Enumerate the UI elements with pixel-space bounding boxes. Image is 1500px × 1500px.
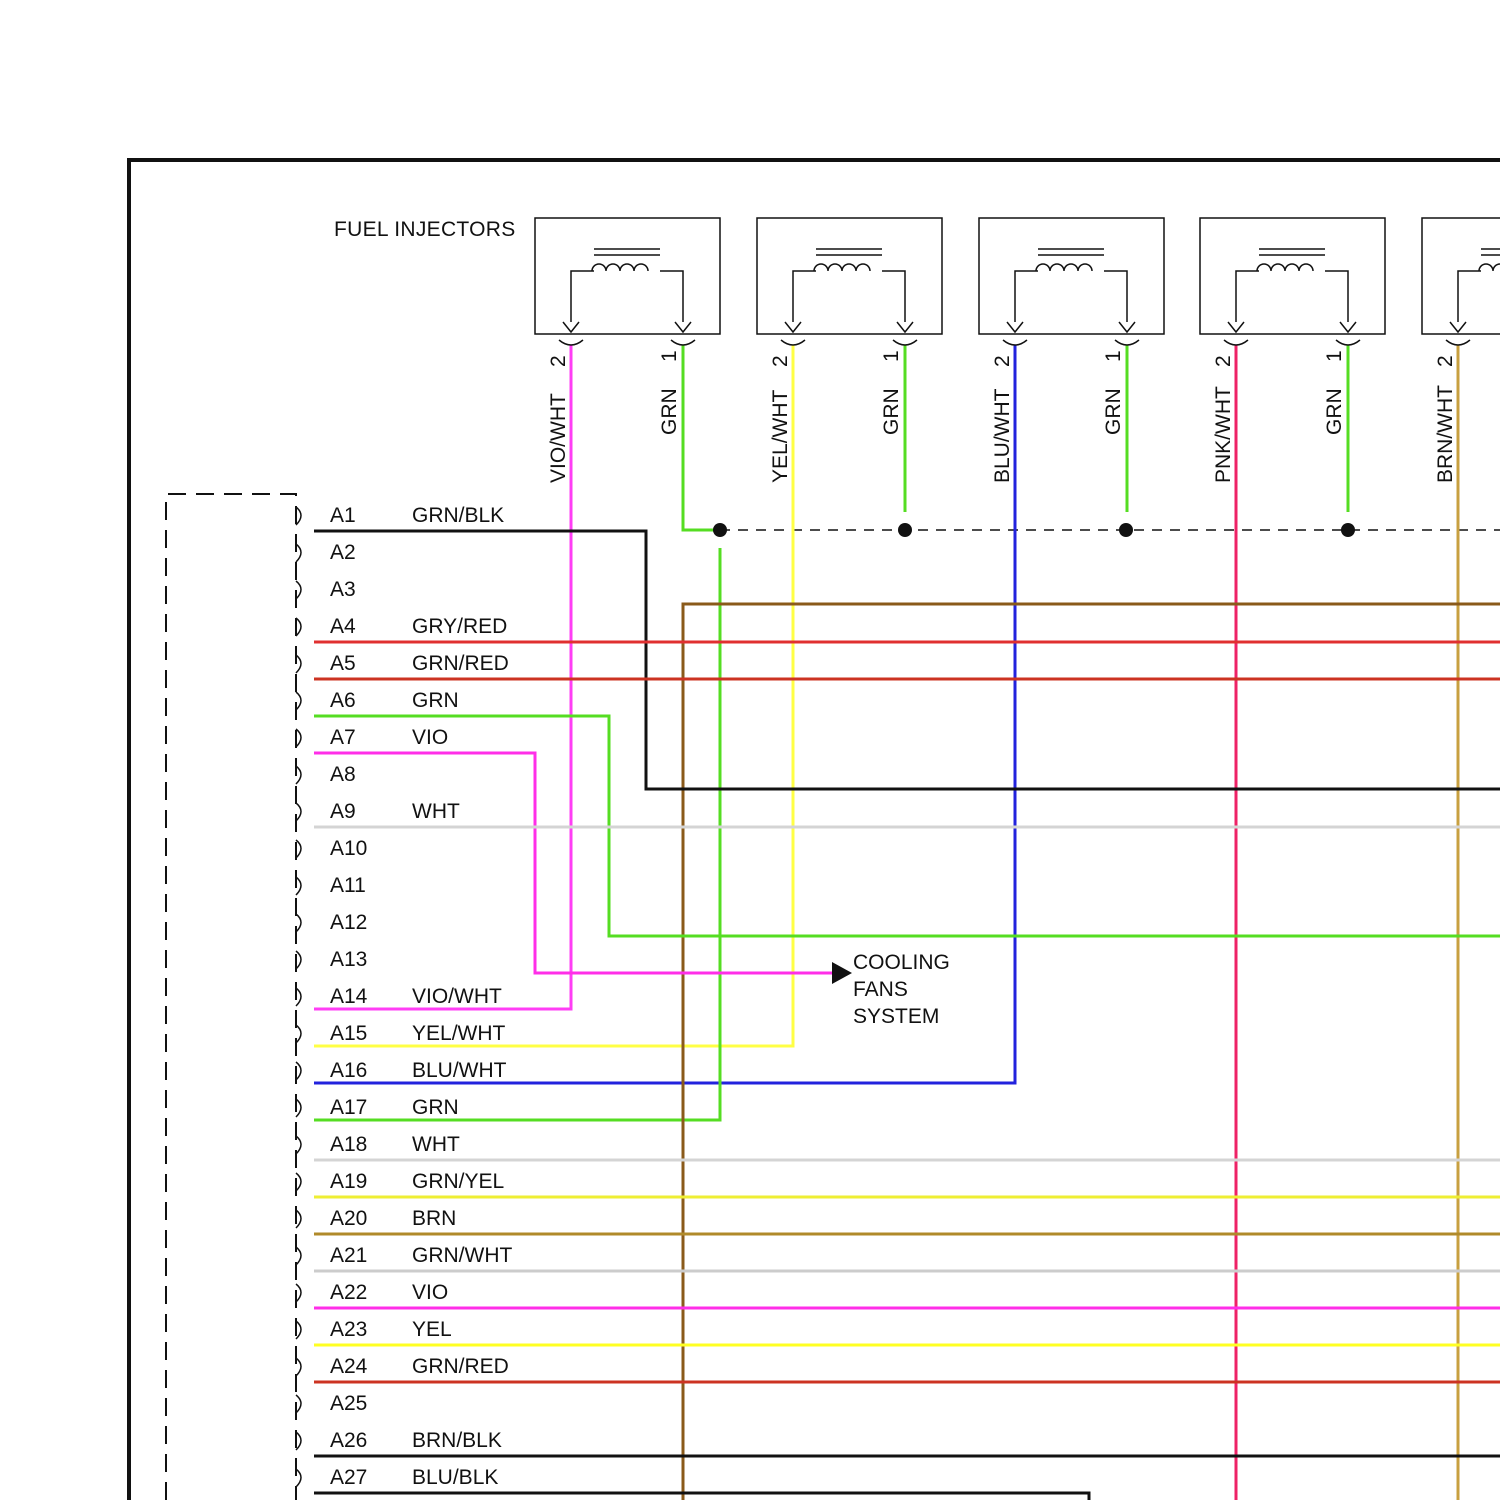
pin-id-label: A16 bbox=[330, 1059, 367, 1082]
pin-wire-color-label: GRN/RED bbox=[412, 1355, 509, 1378]
ecm-connector-outline bbox=[166, 494, 296, 1500]
pin-id-label: A7 bbox=[330, 726, 356, 749]
splice-dot bbox=[1341, 523, 1355, 537]
splice-dot bbox=[713, 523, 727, 537]
pin-id-label: A26 bbox=[330, 1429, 367, 1452]
pin-id-label: A22 bbox=[330, 1281, 367, 1304]
pin-id-label: A23 bbox=[330, 1318, 367, 1341]
pin-wire-color-label: GRN/RED bbox=[412, 652, 509, 675]
fuel-injectors-title: FUEL INJECTORS bbox=[334, 218, 516, 241]
pin-wire-color-label: WHT bbox=[412, 800, 460, 823]
cooling-fans-arrow-icon bbox=[832, 962, 852, 984]
pin-id-label: A8 bbox=[330, 763, 356, 786]
pin-wire-color-label: YEL/WHT bbox=[412, 1022, 506, 1045]
injector-wire-pin1 bbox=[683, 345, 720, 530]
injector-pin1-label: 1 bbox=[1102, 350, 1125, 362]
pin-id-label: A20 bbox=[330, 1207, 367, 1230]
pin-id-label: A6 bbox=[330, 689, 356, 712]
pin-id-label: A1 bbox=[330, 504, 356, 527]
pin-wire-a7 bbox=[314, 753, 832, 973]
pin-id-label: A19 bbox=[330, 1170, 367, 1193]
splice-to-a17-wire bbox=[314, 548, 720, 1120]
pin-id-label: A17 bbox=[330, 1096, 367, 1119]
pin-wire-color-label: GRY/RED bbox=[412, 615, 507, 638]
pin-id-label: A10 bbox=[330, 837, 367, 860]
pin-wire-color-label: VIO bbox=[412, 726, 448, 749]
fuel-injector-3: BLU/WHT 2GRN 1 bbox=[979, 218, 1164, 483]
splice-dot bbox=[898, 523, 912, 537]
injector-wire1-label: GRN bbox=[658, 388, 681, 435]
pin-id-label: A4 bbox=[330, 615, 356, 638]
injector-wire2-label: VIO/WHT bbox=[547, 393, 570, 483]
pin-id-label: A5 bbox=[330, 652, 356, 675]
pin-id-label: A15 bbox=[330, 1022, 367, 1045]
pin-wire-color-label: VIO bbox=[412, 1281, 448, 1304]
injector-wire2-label: YEL/WHT bbox=[769, 389, 792, 483]
pin-id-label: A13 bbox=[330, 948, 367, 971]
pin-wire-color-label: GRN/WHT bbox=[412, 1244, 512, 1267]
pin-wire-color-label: BLU/BLK bbox=[412, 1466, 498, 1489]
pin-wire-color-label: VIO/WHT bbox=[412, 985, 502, 1008]
splice-dot bbox=[1119, 523, 1133, 537]
pin-id-label: A9 bbox=[330, 800, 356, 823]
injector-wire1-label: GRN bbox=[1323, 388, 1346, 435]
pin-wire-color-label: BRN/BLK bbox=[412, 1429, 502, 1452]
orange-power-wire bbox=[683, 604, 1500, 1500]
cooling-fans-label-2: FANS bbox=[853, 978, 908, 1001]
fuel-injector-5: BRN/WHT 2 bbox=[1422, 218, 1500, 483]
injector-pin2-label: 2 bbox=[547, 355, 570, 367]
injector-pin2-label: 2 bbox=[1434, 355, 1457, 367]
injector-wire-pin2 bbox=[314, 345, 571, 1009]
pin-wire-color-label: GRN bbox=[412, 689, 459, 712]
pin-id-label: A3 bbox=[330, 578, 356, 601]
cooling-fans-label-3: SYSTEM bbox=[853, 1005, 939, 1028]
injector-pin2-label: 2 bbox=[991, 355, 1014, 367]
injector-wire2-label: BRN/WHT bbox=[1434, 385, 1457, 483]
injector-wire1-label: GRN bbox=[1102, 388, 1125, 435]
orange-power-wire-stripe bbox=[683, 604, 1500, 1500]
pin-wire-color-label: YEL bbox=[412, 1318, 452, 1341]
injector-pin1-label: 1 bbox=[1323, 350, 1346, 362]
pin-id-label: A18 bbox=[330, 1133, 367, 1156]
injector-wire1-label: GRN bbox=[880, 388, 903, 435]
injector-pin1-label: 1 bbox=[658, 350, 681, 362]
pin-id-label: A21 bbox=[330, 1244, 367, 1267]
pin-wire-color-label: BLU/WHT bbox=[412, 1059, 507, 1082]
pin-id-label: A14 bbox=[330, 985, 368, 1008]
pin-id-label: A2 bbox=[330, 541, 356, 564]
pin-wire-color-label: GRN/BLK bbox=[412, 504, 504, 527]
pin-wire-color-label: WHT bbox=[412, 1133, 460, 1156]
injector-pin2-label: 2 bbox=[769, 355, 792, 367]
pin-id-label: A25 bbox=[330, 1392, 367, 1415]
pin-id-label: A24 bbox=[330, 1355, 368, 1378]
injector-wire2-label: PNK/WHT bbox=[1212, 386, 1235, 483]
pin-id-label: A11 bbox=[330, 874, 366, 897]
pin-wire-color-label: GRN/YEL bbox=[412, 1170, 504, 1193]
pin-wire-color-label: GRN bbox=[412, 1096, 459, 1119]
pin-id-label: A27 bbox=[330, 1466, 367, 1489]
injector-pin1-label: 1 bbox=[880, 350, 903, 362]
injector-wire2-label: BLU/WHT bbox=[991, 388, 1014, 483]
pin-id-label: A12 bbox=[330, 911, 367, 934]
cooling-fans-label-1: COOLING bbox=[853, 951, 950, 974]
injectors-layer: VIO/WHT2GRN1YEL/WHT2GRN1BLU/WHT2GRN1PNK/… bbox=[535, 218, 1500, 483]
injector-pin2-label: 2 bbox=[1212, 355, 1235, 367]
pin-wire-color-label: BRN bbox=[412, 1207, 456, 1230]
pin-wire-stripe-a27 bbox=[314, 1493, 1089, 1500]
